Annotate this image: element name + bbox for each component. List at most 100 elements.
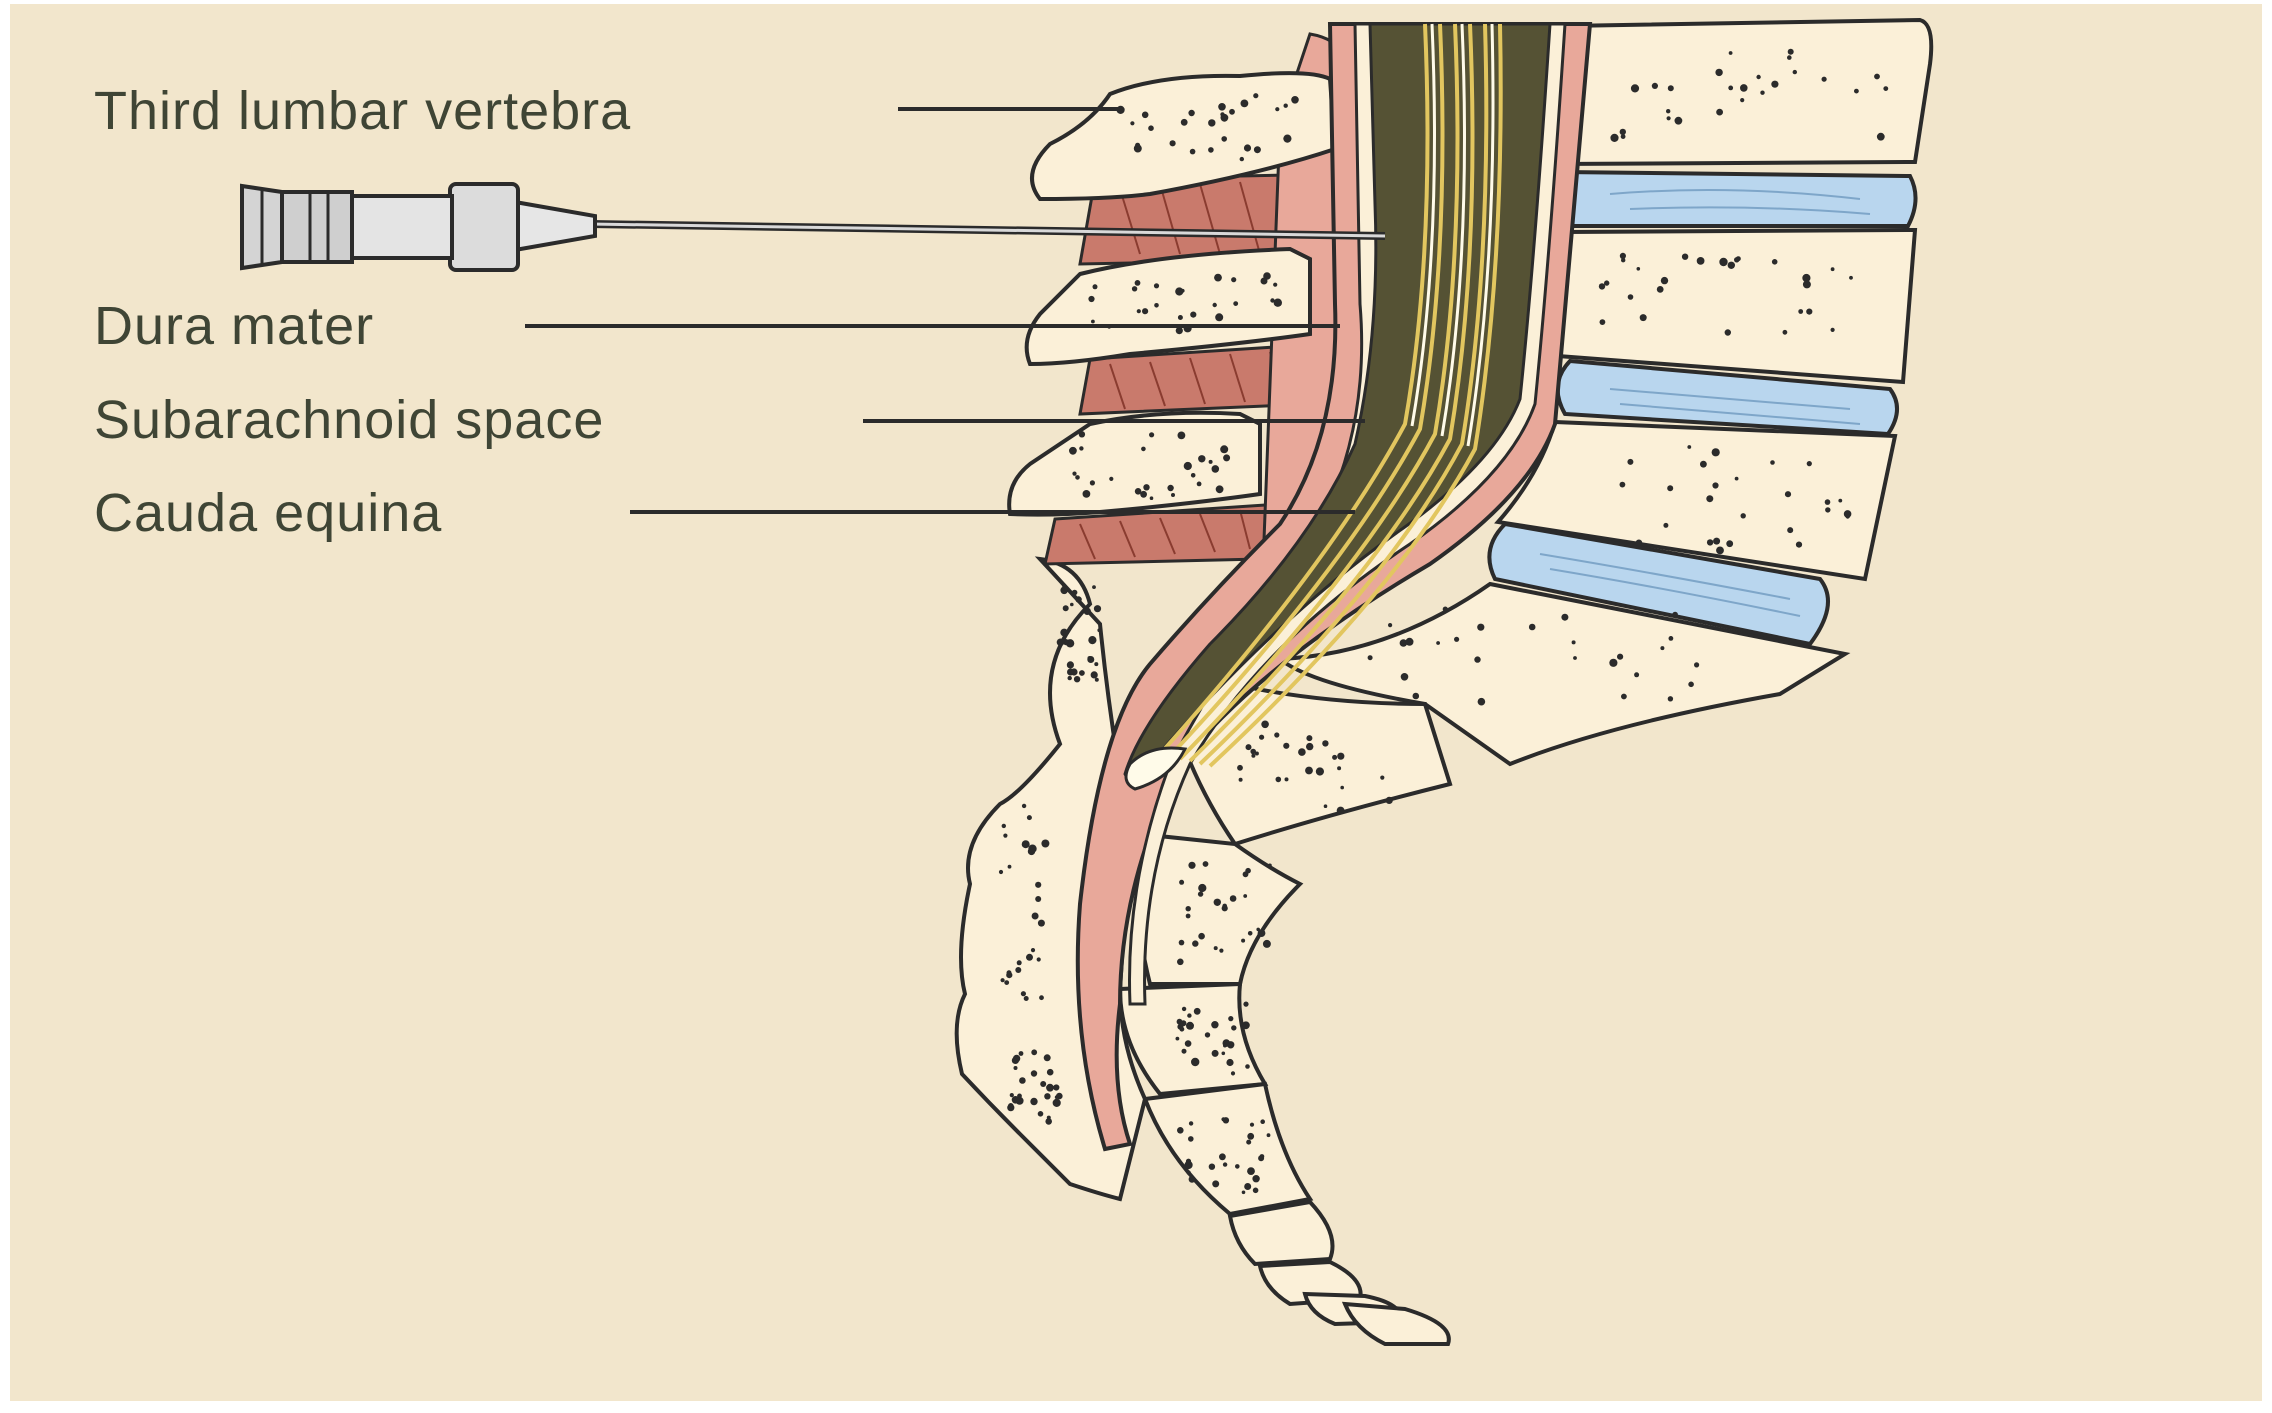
- bone-speckle: [1250, 748, 1256, 755]
- bone-speckle: [1806, 461, 1812, 467]
- bone-speckle: [1219, 948, 1224, 953]
- bone-speckle: [1700, 460, 1707, 468]
- bone-speckle: [1037, 1111, 1044, 1117]
- bone-speckle: [1006, 972, 1013, 979]
- bone-speckle: [1037, 919, 1045, 927]
- bone-speckle: [1220, 112, 1225, 117]
- bone-speckle: [1072, 471, 1077, 476]
- bone-speckle: [1274, 732, 1280, 738]
- bone-speckle: [1089, 480, 1095, 486]
- bone-speckle: [1187, 1013, 1192, 1018]
- bone-speckle: [1035, 896, 1042, 902]
- bone-speckle: [1003, 833, 1008, 838]
- bone-speckle: [1260, 277, 1268, 285]
- bone-speckle: [1838, 498, 1843, 503]
- bone-speckle: [1253, 93, 1259, 99]
- bone-speckle: [1073, 676, 1081, 683]
- bone-speckle: [1740, 98, 1745, 103]
- bone-speckle: [1212, 302, 1217, 308]
- bone-speckle: [1239, 156, 1245, 162]
- bone-speckle: [1231, 1025, 1237, 1031]
- bone-speckle: [1787, 48, 1794, 55]
- bone-speckle: [1235, 1164, 1240, 1169]
- bone-speckle: [1291, 96, 1299, 104]
- bone-speckle: [1261, 720, 1269, 729]
- bone-speckle: [1181, 1006, 1187, 1012]
- bone-speckle: [1213, 946, 1218, 951]
- bone-speckle: [1179, 1026, 1185, 1032]
- bone-speckle: [1477, 697, 1486, 706]
- bone-speckle: [1075, 475, 1080, 480]
- bone-speckle: [1252, 1187, 1259, 1194]
- label-subarachnoid-space: Subarachnoid space: [94, 390, 604, 450]
- bone-speckle: [1306, 742, 1314, 751]
- bone-speckle: [1184, 1040, 1192, 1047]
- bone-speckle: [1663, 522, 1669, 528]
- bone-speckle: [1093, 605, 1102, 613]
- bone-speckle: [1211, 465, 1220, 473]
- bone-speckle: [1740, 513, 1746, 519]
- bone-speckle: [1088, 295, 1095, 303]
- bone-speckle: [1385, 796, 1393, 805]
- bone-speckle: [1621, 258, 1626, 263]
- bone-speckle: [1067, 675, 1072, 681]
- bone-speckle: [1046, 1115, 1051, 1120]
- bone-speckle: [1211, 1049, 1219, 1057]
- label-cauda-equina: Cauda equina: [94, 483, 442, 543]
- bone-speckle: [1724, 329, 1732, 336]
- bone-speckle: [1619, 481, 1626, 488]
- bone-speckle: [1681, 253, 1689, 260]
- bone-speckle: [1760, 90, 1765, 95]
- bone-speckle: [1284, 777, 1289, 782]
- bone-speckle: [1367, 655, 1373, 661]
- bone-speckle: [998, 869, 1004, 875]
- bone-speckle: [1020, 991, 1026, 997]
- bone-speckle: [1660, 646, 1665, 651]
- bone-speckle: [1198, 932, 1205, 940]
- bone-speckle: [1140, 490, 1147, 498]
- bone-speckle: [1830, 327, 1835, 332]
- bone-speckle: [1177, 315, 1183, 320]
- bone-speckle: [1257, 929, 1266, 937]
- coccyx-tip: [1341, 1301, 1451, 1346]
- bone-speckle: [1013, 1066, 1018, 1070]
- bone-speckle: [1305, 766, 1313, 775]
- bone-speckle: [1667, 696, 1674, 702]
- bone-speckle: [1716, 108, 1723, 116]
- bone-speckle: [1241, 1190, 1246, 1195]
- bone-speckle: [1171, 493, 1175, 497]
- bone-speckle: [1883, 86, 1889, 91]
- bone-speckle: [1806, 308, 1813, 315]
- bone-speckle: [1242, 1021, 1250, 1030]
- bone-speckle: [1026, 815, 1032, 821]
- bone-speckle: [1245, 1064, 1250, 1069]
- bone-speckle: [1400, 673, 1409, 681]
- bone-speckle: [1728, 51, 1733, 55]
- bone-speckle: [1019, 1077, 1026, 1084]
- bone-speckle: [1784, 491, 1792, 498]
- bone-speckle: [1233, 301, 1239, 306]
- bone-speckle: [1175, 327, 1183, 335]
- needle-barrel: [348, 194, 454, 260]
- bone-speckle: [1088, 636, 1097, 645]
- vertebral-body-l5: [1274, 581, 1851, 767]
- bone-speckle: [1275, 107, 1280, 112]
- bone-speckle: [1190, 311, 1197, 318]
- bone-speckle: [1787, 55, 1792, 60]
- bone-speckle: [1016, 960, 1022, 966]
- dural-sac-end: [1124, 746, 1188, 791]
- bone-speckle: [1251, 753, 1256, 758]
- bone-speckle: [1196, 481, 1202, 487]
- bone-speckle: [1635, 539, 1643, 547]
- bone-speckle: [1149, 496, 1154, 501]
- bone-speckle: [1097, 628, 1101, 632]
- lumbar-puncture-illustration: Third lumbar vertebra Dura mater Subarac…: [10, 4, 2262, 1401]
- bone-speckle: [1231, 277, 1237, 283]
- bone-speckle: [1134, 488, 1142, 495]
- bone-speckle: [1092, 585, 1096, 589]
- leader-lines: [525, 107, 1365, 514]
- disc-l4-l5: [1487, 521, 1830, 647]
- bone-speckle: [1283, 742, 1290, 749]
- bone-speckle: [1336, 806, 1345, 815]
- bone-speckle: [1186, 1021, 1194, 1030]
